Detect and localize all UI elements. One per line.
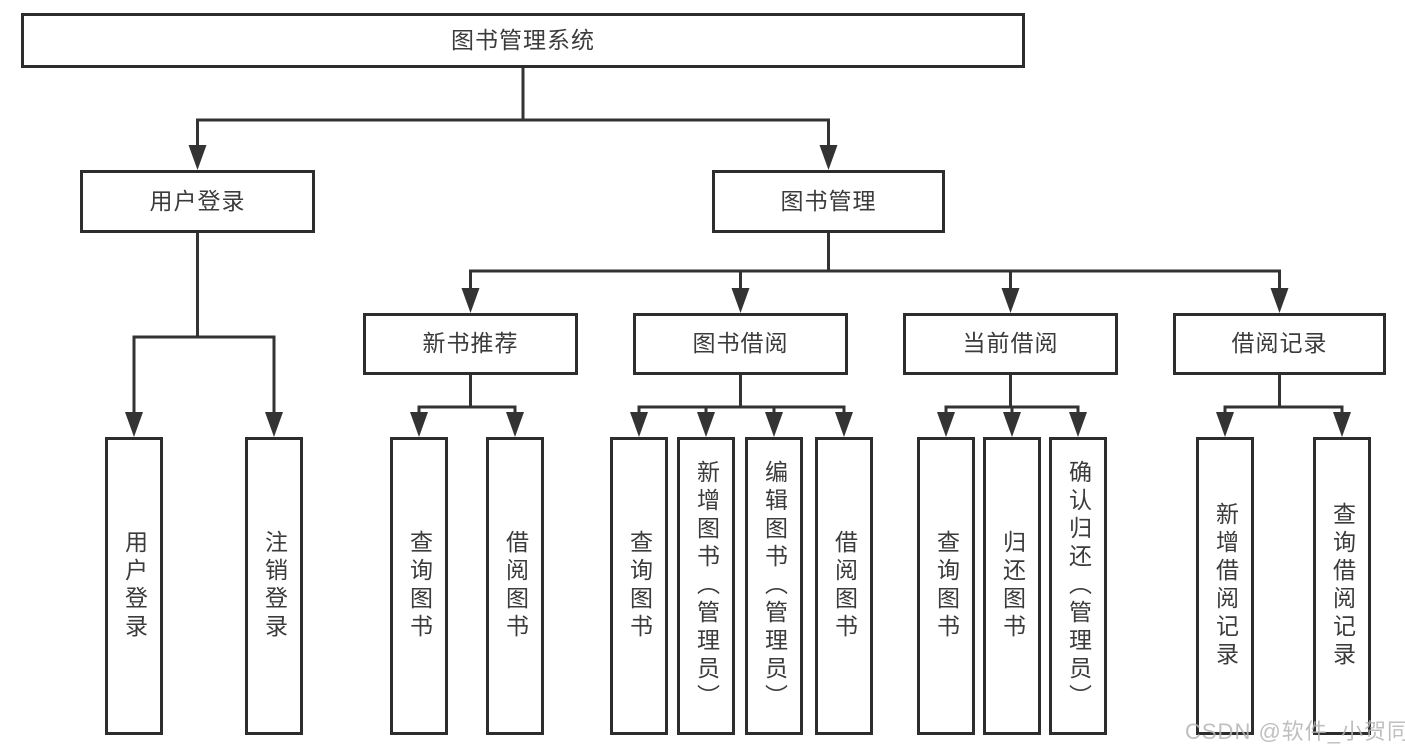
- leaf-query-books-borrowing: 查询图书: [610, 437, 668, 735]
- leaf-query-books-current: 查询图书: [917, 437, 975, 735]
- leaf-query-books-recommendation: 查询图书: [390, 437, 448, 735]
- node-book-borrowing: 图书借阅: [633, 313, 848, 375]
- node-new-book-recommendation: 新书推荐: [363, 313, 578, 375]
- connector-book-borrowing-to-leaves: [637, 375, 846, 416]
- leaf-confirm-return-admin: 确认归还（管理员）: [1049, 437, 1107, 735]
- connector-current-borrowing-to-leaves: [944, 375, 1080, 416]
- connector-new-book-rec-to-leaves: [417, 375, 517, 416]
- leaf-logout: 注销登录: [245, 437, 303, 735]
- leaf-query-borrow-record: 查询借阅记录: [1313, 437, 1371, 735]
- leaf-add-books-admin: 新增图书（管理员）: [677, 437, 735, 735]
- connector-root-to-level2: [196, 68, 830, 150]
- leaf-add-borrow-record: 新增借阅记录: [1196, 437, 1254, 735]
- leaf-edit-books-admin: 编辑图书（管理员）: [745, 437, 803, 735]
- connector-borrowing-records-to-leaves: [1223, 375, 1344, 416]
- node-library-system: 图书管理系统: [21, 13, 1025, 68]
- watermark: CSDN @软件_小贺同学: [1185, 719, 1405, 744]
- node-book-management: 图书管理: [712, 170, 945, 233]
- leaf-user-login: 用户登录: [105, 437, 163, 735]
- node-borrowing-records: 借阅记录: [1173, 313, 1386, 375]
- leaf-return-books: 归还图书: [983, 437, 1041, 735]
- connector-user-login-to-leaves: [132, 233, 276, 415]
- node-current-borrowing: 当前借阅: [903, 313, 1118, 375]
- connector-book-management-to-level3: [469, 233, 1281, 293]
- leaf-borrow-books-recommendation: 借阅图书: [486, 437, 544, 735]
- leaf-borrow-books: 借阅图书: [815, 437, 873, 735]
- node-user-login: 用户登录: [80, 170, 315, 233]
